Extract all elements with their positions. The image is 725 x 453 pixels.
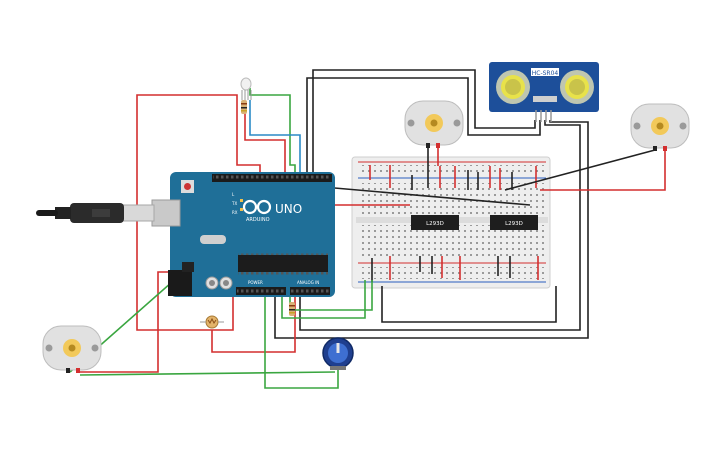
arduino-uno-board[interactable]: UNO ARDUINO TX RX L POWER ANALOG IN [151,172,335,297]
power-jack [168,270,192,296]
usb-port [151,199,181,227]
sensor-transducer-right [560,70,594,104]
arduino-logo-icon [242,199,272,215]
dc-motor-icon[interactable] [630,103,690,151]
reset-button-cap [184,183,191,190]
photoresistor-icon[interactable] [200,315,224,329]
chip-label: L293D [505,221,523,227]
analog-label: ANALOG IN [297,280,319,285]
power-label: POWER [248,280,263,285]
potentiometer-icon[interactable] [322,337,354,370]
breadboard-jumpers [369,165,539,282]
led-l-label: L [232,192,235,197]
board-model-label: UNO [275,202,302,216]
crystal [200,235,226,244]
tx-label: TX [231,201,237,206]
atmega-chip [238,255,328,272]
usb-cable-icon [36,203,155,223]
rx-label: RX [232,210,238,215]
resistor[interactable] [289,302,295,316]
sensor-label: HC-SR04 [532,70,559,77]
motor-driver-chip[interactable]: L293D [411,215,459,230]
rgb-led-icon[interactable] [240,77,252,100]
ultrasonic-sensor[interactable]: HC-SR04 [489,62,599,122]
sensor-transducer-left [496,70,530,104]
board-brand-label: ARDUINO [246,217,270,223]
resistor[interactable] [241,100,247,114]
dc-motor-icon[interactable] [42,325,102,373]
motor-driver-chip[interactable]: L293D [490,215,538,230]
dc-motor-icon[interactable] [404,100,464,148]
chip-label: L293D [426,221,444,227]
